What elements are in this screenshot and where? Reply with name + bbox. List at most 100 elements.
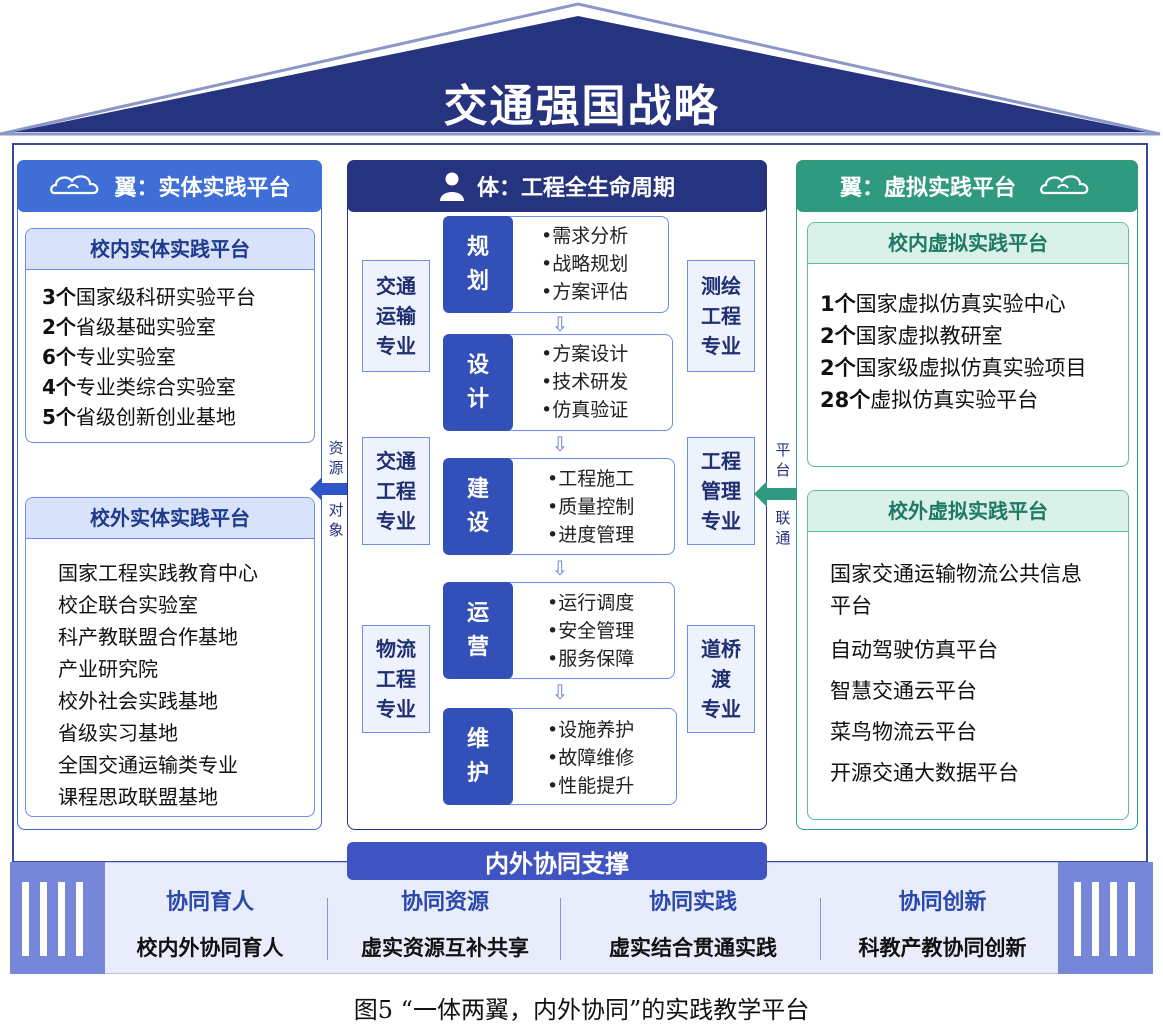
right-link-label-bottom: 联通 — [775, 509, 791, 547]
list-item: 菜鸟物流云平台 — [830, 720, 977, 744]
list-item: 国家交通运输物流公共信息 — [830, 562, 1082, 586]
right-link-label-top: 平台 — [775, 441, 791, 479]
support-col-text: 校内外协同育人 — [136, 936, 284, 960]
list-item: 校企联合实验室 — [58, 593, 198, 617]
list-item: 2个国家虚拟教研室 — [820, 324, 1003, 348]
list-item: •工程施工 — [547, 468, 635, 490]
list-item: 智慧交通云平台 — [830, 679, 977, 703]
support-col-title: 协同实践 — [648, 890, 737, 915]
major-transport-engineering: 交通工程专业 — [362, 437, 430, 545]
body-title: 体：工程全生命周期 — [476, 176, 675, 201]
major-surveying-engineering: 测绘工程专业 — [687, 260, 755, 372]
left-wing-title: 翼：实体实践平台 — [114, 176, 291, 201]
body-header: 体：工程全生命周期 — [347, 160, 767, 212]
double-arrow-icon — [754, 481, 812, 507]
stage-items-construction: •工程施工 •质量控制 •进度管理 — [547, 465, 634, 549]
list-item: •服务保障 — [547, 648, 635, 670]
list-item: 课程思政联盟基地 — [58, 785, 218, 809]
right-outer-title: 校外虚拟实践平台 — [808, 491, 1128, 532]
list-item: 自动驾驶仿真平台 — [830, 638, 998, 662]
left-link-label-top: 资源 — [328, 439, 344, 477]
stage-items-planning: •需求分析 •战略规划 •方案评估 — [541, 222, 628, 306]
left-inner-platform: 校内实体实践平台 3个国家级科研实验平台 2个省级基础实验室 6个专业实验室 4… — [25, 228, 315, 443]
list-item: •故障维修 — [547, 747, 635, 769]
divider — [327, 898, 328, 960]
list-item: 开源交通大数据平台 — [830, 761, 1019, 785]
list-item: •方案设计 — [541, 343, 629, 365]
list-item: •技术研发 — [541, 371, 629, 393]
support-col-title: 协同资源 — [400, 890, 489, 915]
right-inner-title: 校内虚拟实践平台 — [808, 223, 1128, 264]
list-item: •质量控制 — [547, 496, 635, 518]
left-link-label-bottom: 对象 — [328, 501, 344, 539]
support-header: 内外协同支撑 — [347, 842, 767, 880]
list-item: •设施养护 — [547, 719, 635, 741]
stage-tag-construction: 建设 — [443, 458, 513, 555]
down-arrow-icon: ⇩ — [551, 432, 569, 456]
right-outer-list: 国家交通运输物流公共信息 平台 自动驾驶仿真平台 智慧交通云平台 菜鸟物流云平台… — [808, 532, 1128, 794]
divider — [820, 898, 821, 960]
list-item: •方案评估 — [541, 281, 629, 303]
list-item: 2个省级基础实验室 — [42, 315, 216, 339]
list-item: •运行调度 — [547, 592, 635, 614]
major-road-bridge-ferry: 道桥渡专业 — [687, 625, 755, 733]
list-item: 平台 — [830, 594, 872, 618]
divider — [560, 898, 561, 960]
roof — [0, 2, 1161, 136]
right-wing-header: 翼：虚拟实践平台 — [796, 160, 1138, 212]
stage-items-design: •方案设计 •技术研发 •仿真验证 — [541, 340, 628, 424]
major-engineering-management: 工程管理专业 — [687, 437, 755, 545]
figure-caption: 图5 “一体两翼，内外协同”的实践教学平台 — [353, 996, 810, 1024]
down-arrow-icon: ⇩ — [551, 556, 569, 580]
support-col-text: 虚实资源互补共享 — [361, 936, 529, 960]
list-item: •性能提升 — [547, 775, 635, 797]
roof-title: 交通强国战略 — [443, 81, 720, 132]
list-item: •需求分析 — [541, 225, 629, 247]
list-item: 4个专业类综合实验室 — [42, 375, 236, 399]
stage-tag-operation: 运营 — [443, 582, 513, 679]
list-item: 校外社会实践基地 — [58, 689, 218, 713]
list-item: 28个虚拟仿真实验平台 — [820, 388, 1039, 412]
list-item: 科产教联盟合作基地 — [58, 625, 238, 649]
stage-tag-maintenance: 维护 — [443, 708, 513, 805]
list-item: 省级实习基地 — [58, 721, 178, 745]
list-item: 全国交通运输类专业 — [58, 753, 238, 777]
list-item: •战略规划 — [541, 253, 629, 275]
left-wing-header: 翼：实体实践平台 — [17, 160, 322, 212]
support-col-title: 协同育人 — [165, 890, 254, 915]
left-inner-list: 3个国家级科研实验平台 2个省级基础实验室 6个专业实验室 4个专业类综合实验室… — [26, 270, 314, 432]
down-arrow-icon: ⇩ — [551, 312, 569, 336]
stage-items-operation: •运行调度 •安全管理 •服务保障 — [547, 589, 634, 673]
support-col-title: 协同创新 — [898, 890, 987, 915]
list-item: 3个国家级科研实验平台 — [42, 285, 256, 309]
right-inner-list: 1个国家虚拟仿真实验中心 2个国家虚拟教研室 2个国家级虚拟仿真实验项目 28个… — [808, 264, 1128, 416]
left-outer-platform: 校外实体实践平台 国家工程实践教育中心 校企联合实验室 科产教联盟合作基地 产业… — [25, 497, 315, 817]
left-outer-title: 校外实体实践平台 — [26, 498, 314, 539]
support-col-text: 科教产教协同创新 — [858, 936, 1027, 960]
major-transport-operation: 交通运输专业 — [362, 260, 430, 372]
list-item: 国家工程实践教育中心 — [58, 561, 258, 585]
down-arrow-icon: ⇩ — [551, 680, 569, 704]
list-item: 5个省级创新创业基地 — [42, 405, 236, 429]
support-base — [10, 862, 1153, 974]
cloud-icon — [1040, 175, 1089, 195]
list-item: 6个专业实验室 — [42, 345, 176, 369]
right-pillar — [1058, 862, 1153, 974]
right-inner-platform: 校内虚拟实践平台 1个国家虚拟仿真实验中心 2个国家虚拟教研室 2个国家级虚拟仿… — [807, 222, 1129, 467]
right-outer-platform: 校外虚拟实践平台 国家交通运输物流公共信息 平台 自动驾驶仿真平台 智慧交通云平… — [807, 490, 1129, 820]
list-item: •进度管理 — [547, 524, 635, 546]
list-item: 1个国家虚拟仿真实验中心 — [820, 292, 1066, 316]
major-logistics-engineering: 物流工程专业 — [362, 625, 430, 733]
support-col-text: 虚实结合贯通实践 — [609, 936, 777, 960]
person-icon — [439, 172, 464, 201]
list-item: •仿真验证 — [541, 399, 629, 421]
list-item: 2个国家级虚拟仿真实验项目 — [820, 356, 1087, 380]
list-item: •安全管理 — [547, 620, 635, 642]
stage-items-maintenance: •设施养护 •故障维修 •性能提升 — [547, 716, 634, 800]
stage-tag-design: 设计 — [443, 334, 513, 431]
right-wing-title: 翼：虚拟实践平台 — [839, 176, 1016, 201]
left-outer-list: 国家工程实践教育中心 校企联合实验室 科产教联盟合作基地 产业研究院 校外社会实… — [26, 539, 314, 813]
stage-tag-planning: 规划 — [443, 216, 513, 313]
left-pillar — [10, 862, 105, 974]
cloud-icon — [50, 175, 99, 195]
